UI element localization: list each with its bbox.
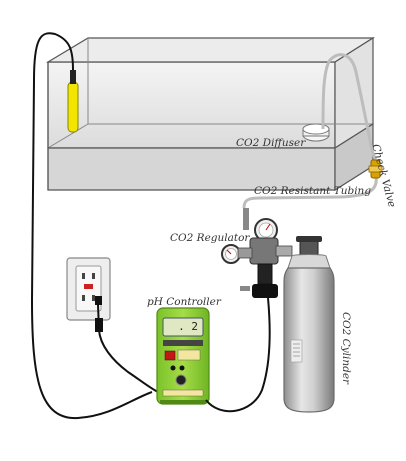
co2-tubing <box>242 53 378 209</box>
controller-lcd-value: . 2 <box>178 320 198 333</box>
co2-regulator <box>221 208 293 298</box>
check-valve <box>368 159 383 179</box>
ph-probe <box>67 70 79 133</box>
solenoid-cable <box>205 297 271 413</box>
power-plug <box>95 318 103 332</box>
co2-diffuser <box>302 123 330 142</box>
power-cable <box>97 304 159 393</box>
label-co2-regulator: CO2 Regulator <box>170 232 250 244</box>
wall-outlet <box>66 257 111 321</box>
co2-cylinder <box>283 236 335 413</box>
label-co2-cylinder: CO2 Cylinder <box>340 312 352 385</box>
label-co2-diffuser: CO2 Diffuser <box>236 137 306 149</box>
label-co2-resistant-tubing: CO2 Resistant Tubing <box>254 185 372 197</box>
ph-controller <box>156 307 210 405</box>
label-ph-controller: pH Controller <box>147 296 221 308</box>
aquarium-tank <box>45 36 376 192</box>
probe-cable <box>30 32 153 420</box>
